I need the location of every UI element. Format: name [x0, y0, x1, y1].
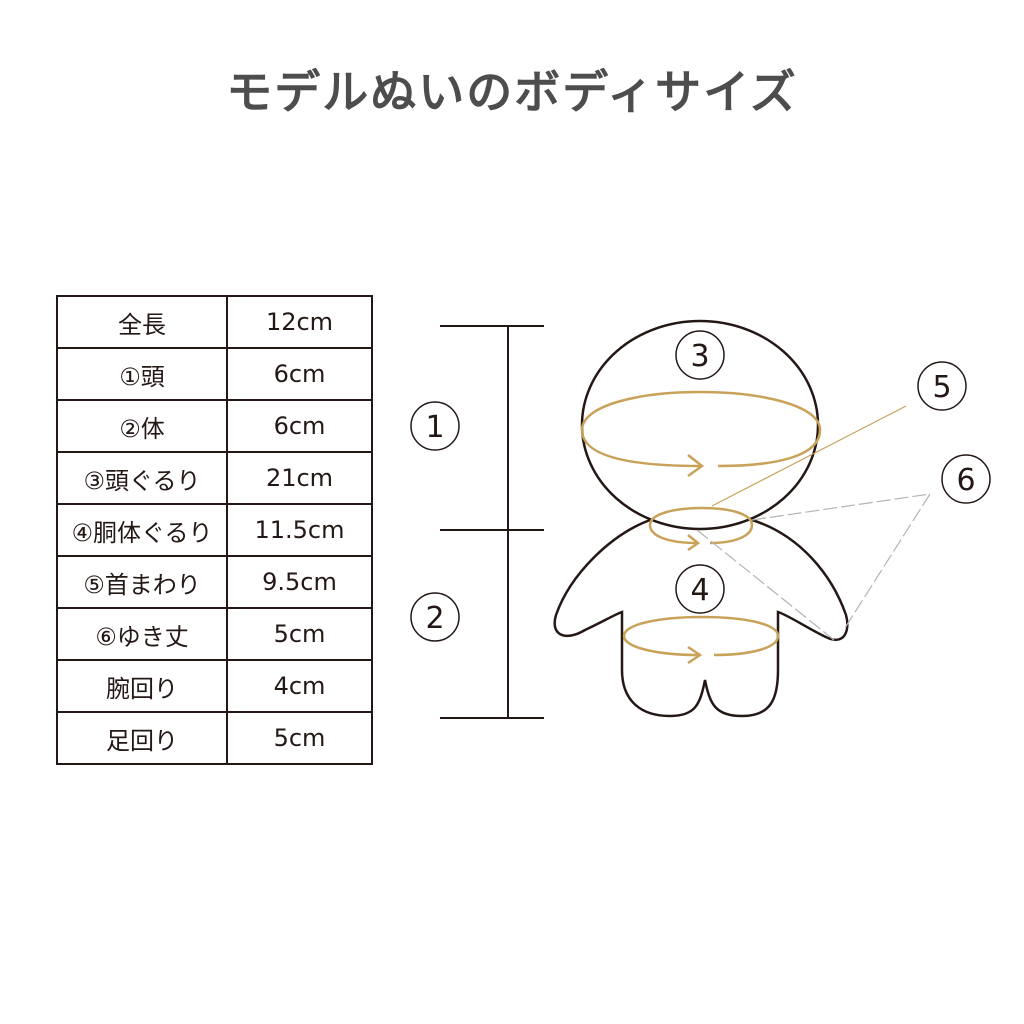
row-label: ③頭ぐるり	[56, 451, 228, 505]
row-value: 5cm	[226, 711, 373, 765]
table-row: 全長 12cm	[56, 295, 373, 349]
svg-text:2: 2	[425, 601, 444, 636]
marker-5: 5	[917, 361, 967, 411]
marker-1: 1	[410, 401, 460, 451]
row-value: 21cm	[226, 451, 373, 505]
row-value: 12cm	[226, 295, 373, 349]
marker-6: 6	[941, 454, 991, 504]
table-row: ⑥ゆき丈 5cm	[56, 607, 373, 661]
row-value: 11.5cm	[226, 503, 373, 557]
row-label: 腕回り	[56, 659, 228, 713]
row-label: 全長	[56, 295, 228, 349]
torso-loop	[622, 615, 780, 665]
page-title: モデルぬいのボディサイズ	[226, 65, 798, 119]
row-value: 5cm	[226, 607, 373, 661]
row-label: ①頭	[56, 347, 228, 401]
sleeve-length-guides	[696, 493, 931, 641]
row-value: 6cm	[226, 347, 373, 401]
marker-2: 2	[410, 592, 460, 642]
svg-text:1: 1	[425, 410, 444, 445]
neck-leader-line	[711, 405, 907, 507]
svg-text:5: 5	[932, 370, 951, 405]
size-table: 全長 12cm ①頭 6cm ②体 6cm ③頭ぐるり 21cm ④胴体ぐるり …	[56, 295, 373, 765]
svg-text:6: 6	[956, 463, 975, 498]
row-label: ②体	[56, 399, 228, 453]
head-circumference-loop	[580, 390, 822, 478]
marker-3: 3	[675, 330, 725, 380]
table-row: ③頭ぐるり 21cm	[56, 451, 373, 505]
row-value: 6cm	[226, 399, 373, 453]
table-row: ④胴体ぐるり 11.5cm	[56, 503, 373, 557]
table-row: 足回り 5cm	[56, 711, 373, 765]
svg-text:4: 4	[690, 573, 709, 608]
height-scale	[440, 325, 544, 719]
neck-loop	[648, 506, 754, 552]
row-value: 9.5cm	[226, 555, 373, 609]
row-value: 4cm	[226, 659, 373, 713]
table-row: ①頭 6cm	[56, 347, 373, 401]
table-row: ⑤首まわり 9.5cm	[56, 555, 373, 609]
row-label: ⑥ゆき丈	[56, 607, 228, 661]
table-row: ②体 6cm	[56, 399, 373, 453]
table-row: 腕回り 4cm	[56, 659, 373, 713]
svg-text:3: 3	[690, 339, 709, 374]
marker-4: 4	[675, 564, 725, 614]
row-label: ④胴体ぐるり	[56, 503, 228, 557]
row-label: 足回り	[56, 711, 228, 765]
row-label: ⑤首まわり	[56, 555, 228, 609]
